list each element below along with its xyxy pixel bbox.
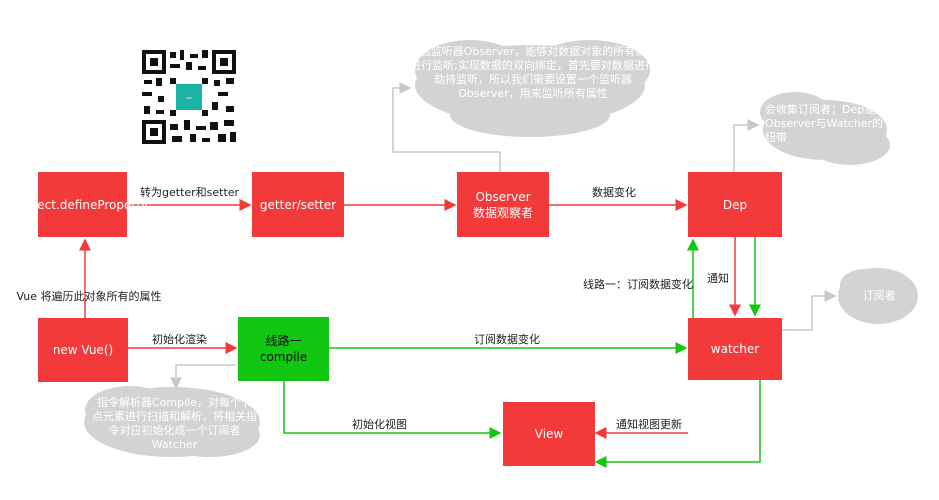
watcher-label: watcher [710, 342, 760, 356]
label-data-change: 数据变化 [592, 186, 636, 199]
gray-line-observer-note [392, 82, 501, 172]
gray-line-compile-note [170, 364, 236, 390]
observer-note-text: 数据监听器Observer，能够对数据对象的所有属性进行监听;实现数据的双向绑定… [408, 45, 658, 100]
new-vue-label: new Vue() [52, 343, 114, 357]
arrow-compile-to-view [283, 381, 502, 439]
getter-setter-box: getter/setter [252, 172, 344, 237]
label-init-view: 初始化视图 [352, 418, 407, 431]
dep-box: Dep [688, 172, 782, 237]
label-init-render: 初始化渲染 [152, 333, 207, 346]
gray-line-dep-note [733, 119, 760, 172]
new-vue-box: new Vue() [38, 318, 128, 382]
arrow-watcher-to-view-green [594, 380, 761, 468]
view-label: View [534, 427, 564, 441]
watcher-box: watcher [688, 318, 782, 380]
label-line1-subscribe: 线路一：订阅数据变化 [583, 278, 693, 291]
compile-line-label: 线路一 [265, 334, 302, 348]
compile-note-text: 指令解析器Compile，对每个节点元素进行扫描和解析，将相关指令对应初始化成一… [92, 396, 257, 451]
compile-label: compile [259, 350, 308, 364]
cloud-subscriber [838, 268, 918, 324]
cloud-observer-note [415, 40, 650, 137]
subscriber-text: 订阅者 [862, 289, 896, 302]
object-defineproperty-box: Object.defineProperty [17, 172, 148, 237]
view-box: View [503, 402, 595, 466]
label-notify: 通知 [707, 272, 729, 285]
label-subscribe-change: 订阅数据变化 [474, 333, 540, 346]
compile-box: 线路一 compile [238, 317, 329, 381]
dep-label: Dep [722, 197, 748, 212]
getter-setter-label: getter/setter [259, 197, 337, 212]
label-notify-view-update: 通知视图更新 [616, 418, 682, 431]
gray-line-subscriber [782, 290, 837, 331]
qr-code-icon: ~ [140, 48, 238, 146]
label-traverse: Vue 将遍历此对象所有的属性 [16, 290, 162, 303]
observer-box: Observer数据观察者 [457, 172, 549, 237]
object-defineproperty-label: Object.defineProperty [16, 197, 149, 212]
label-to-getter-setter: 转为getter和setter [140, 186, 240, 199]
svg-text:~: ~ [185, 94, 193, 104]
dep-note-text: 会收集订阅者；Dep是Observer与Watcher的纽带 [765, 103, 883, 144]
cloud-dep-note [760, 92, 890, 165]
cloud-compile-note [84, 386, 260, 457]
observer-label: Observer数据观察者 [472, 189, 533, 220]
